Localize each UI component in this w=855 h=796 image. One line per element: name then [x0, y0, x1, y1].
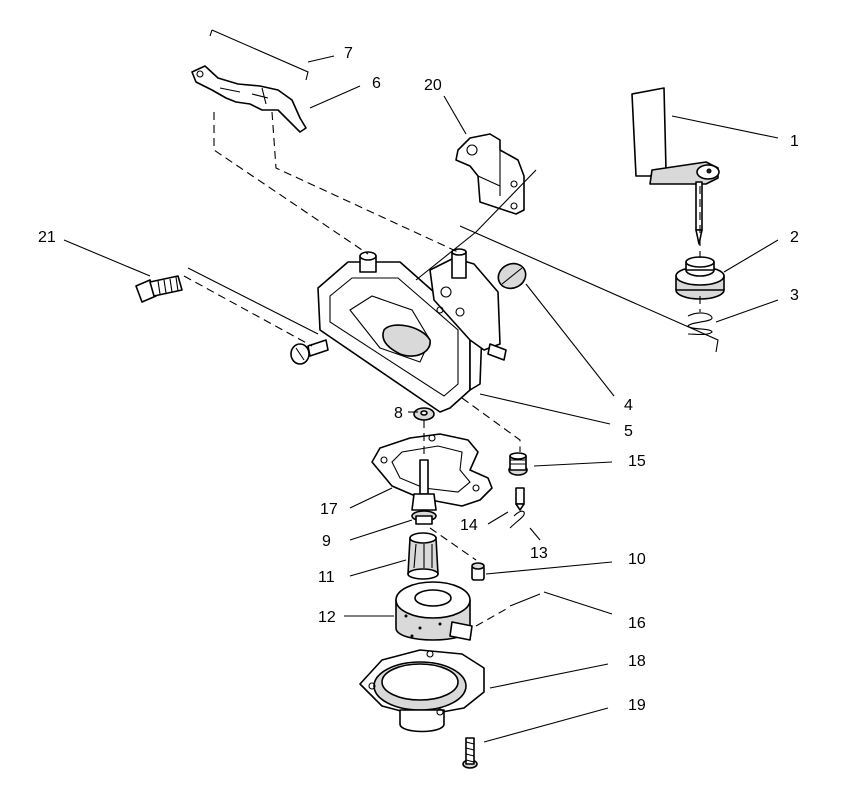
callout-21: 21: [38, 229, 56, 246]
callout-15: 15: [628, 453, 646, 470]
callout-11: 11: [318, 569, 335, 586]
callout-20: 20: [424, 77, 442, 94]
callout-labels: 7 6 20 1 2 3 21 4 5 8 15 17 14 9 13 10 1…: [38, 45, 799, 714]
part-6-linkage-lever: [191, 65, 307, 133]
part-12-float: [395, 581, 473, 641]
part-19-screw: [462, 737, 478, 769]
callout-17: 17: [320, 501, 338, 518]
part-5-carburetor-body: [317, 248, 507, 413]
callout-14: 14: [460, 517, 478, 534]
assembly-lines: [183, 111, 719, 627]
part-15-idle-jet: [508, 452, 528, 476]
callout-7: 7: [344, 45, 353, 62]
callout-4: 4: [624, 397, 633, 414]
part-11-filter-sleeve: [407, 532, 439, 580]
callout-8: 8: [394, 405, 403, 422]
callout-12: 12: [318, 609, 336, 626]
callout-9: 9: [322, 533, 331, 550]
part-13-clip: [509, 510, 525, 529]
part-10-plug: [471, 562, 485, 581]
callout-6: 6: [372, 75, 381, 92]
callout-13: 13: [530, 545, 548, 562]
part-3-spring: [687, 312, 713, 336]
part-1-float-lever: [631, 87, 720, 245]
callout-5: 5: [624, 423, 633, 440]
part-9-main-jet: [411, 459, 437, 525]
part-14-needle: [515, 487, 525, 511]
callout-18: 18: [628, 653, 646, 670]
part-4-throttle-plate: [497, 262, 527, 290]
callout-16: 16: [628, 615, 646, 632]
part-16-hinge-pin: [509, 593, 541, 607]
leader-lines: [63, 55, 779, 743]
callout-1: 1: [790, 133, 799, 150]
callout-19: 19: [628, 697, 646, 714]
callout-10: 10: [628, 551, 646, 568]
part-18-float-bowl: [359, 649, 485, 733]
pan-head-screw: [290, 339, 329, 365]
part-20-bracket: [455, 133, 525, 215]
part-21-screw: [135, 275, 183, 303]
callout-2: 2: [790, 229, 799, 246]
part-7-wire-link: [209, 29, 309, 81]
part-2-inlet-seat: [675, 256, 725, 300]
callout-3: 3: [790, 287, 799, 304]
part-8-washer: [413, 407, 435, 421]
